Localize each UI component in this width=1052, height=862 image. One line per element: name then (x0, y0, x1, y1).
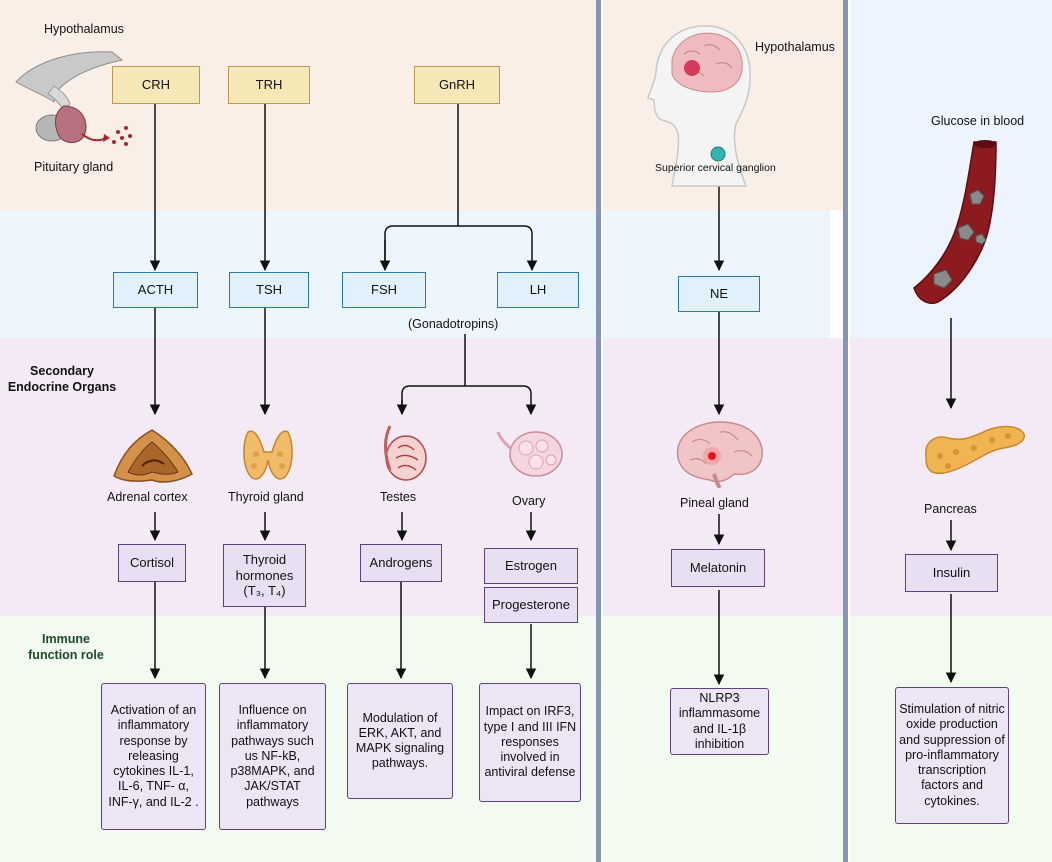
role-melatonin: NLRP3 inflammasome and IL-1β inhibition (670, 688, 769, 755)
pituitary-gland-icon (15, 51, 132, 146)
adrenal-cortex-icon (113, 429, 193, 483)
panel-divider-2 (843, 0, 848, 862)
role-insulin: Stimulation of nitric oxide production a… (895, 687, 1009, 824)
insulin-box: Insulin (905, 554, 998, 592)
superior-cervical-ganglion-label: Superior cervical ganglion (655, 162, 776, 174)
role-cortisol: Activation of an inflammatory response b… (101, 683, 206, 830)
blood-vessel-glucose-icon (913, 140, 997, 304)
cortisol-box: Cortisol (118, 544, 186, 582)
secondary-organs-label: Secondary Endocrine Organs (7, 364, 117, 394)
head-brain-icon (647, 25, 751, 187)
panel-divider-1 (596, 0, 601, 862)
progesterone-box: Progesterone (484, 587, 578, 623)
gnrh-box: GnRH (414, 66, 500, 104)
testes-label: Testes (380, 490, 417, 504)
fsh-box: FSH (342, 272, 426, 308)
pineal-gland-label: Pineal gland (680, 496, 749, 510)
ne-box: NE (678, 276, 760, 312)
role-estrogen: Impact on IRF3, type I and III IFN respo… (479, 683, 581, 802)
crh-box: CRH (112, 66, 200, 104)
gonadotropins-label: (Gonadotropins) (408, 317, 499, 331)
melatonin-box: Melatonin (671, 549, 765, 587)
glucose-in-blood-label: Glucose in blood (931, 114, 1025, 128)
lh-box: LH (497, 272, 579, 308)
band-pituitary-middle (603, 210, 830, 338)
estrogen-box: Estrogen (484, 548, 578, 584)
androgens-box: Androgens (360, 544, 442, 582)
testes-icon (384, 425, 427, 481)
role-androgens: Modulation of ERK, AKT, and MAPK signali… (347, 683, 453, 799)
thyroid-hormones-box: Thyroid hormones (T₃, T₄) (223, 544, 306, 607)
acth-box: ACTH (113, 272, 198, 308)
thyroid-gland-icon (243, 430, 293, 480)
pineal-gland-brain-icon (676, 421, 763, 488)
immune-role-label: Immune function role (28, 632, 104, 662)
tsh-box: TSH (229, 272, 309, 308)
band-hypothalamus-left (0, 0, 598, 210)
hypothalamus-label-middle: Hypothalamus (755, 40, 835, 54)
thyroid-gland-label: Thyroid gland (228, 490, 304, 504)
pancreas-label: Pancreas (924, 502, 977, 516)
role-thyroid: Influence on inflammatory pathways such … (219, 683, 326, 830)
ovary-label: Ovary (512, 494, 546, 508)
hypothalamus-label-left: Hypothalamus (44, 22, 124, 36)
ovary-icon (496, 431, 563, 477)
trh-box: TRH (228, 66, 310, 104)
pancreas-icon (925, 425, 1025, 475)
pituitary-gland-label: Pituitary gland (34, 160, 114, 174)
adrenal-cortex-label: Adrenal cortex (107, 490, 188, 504)
